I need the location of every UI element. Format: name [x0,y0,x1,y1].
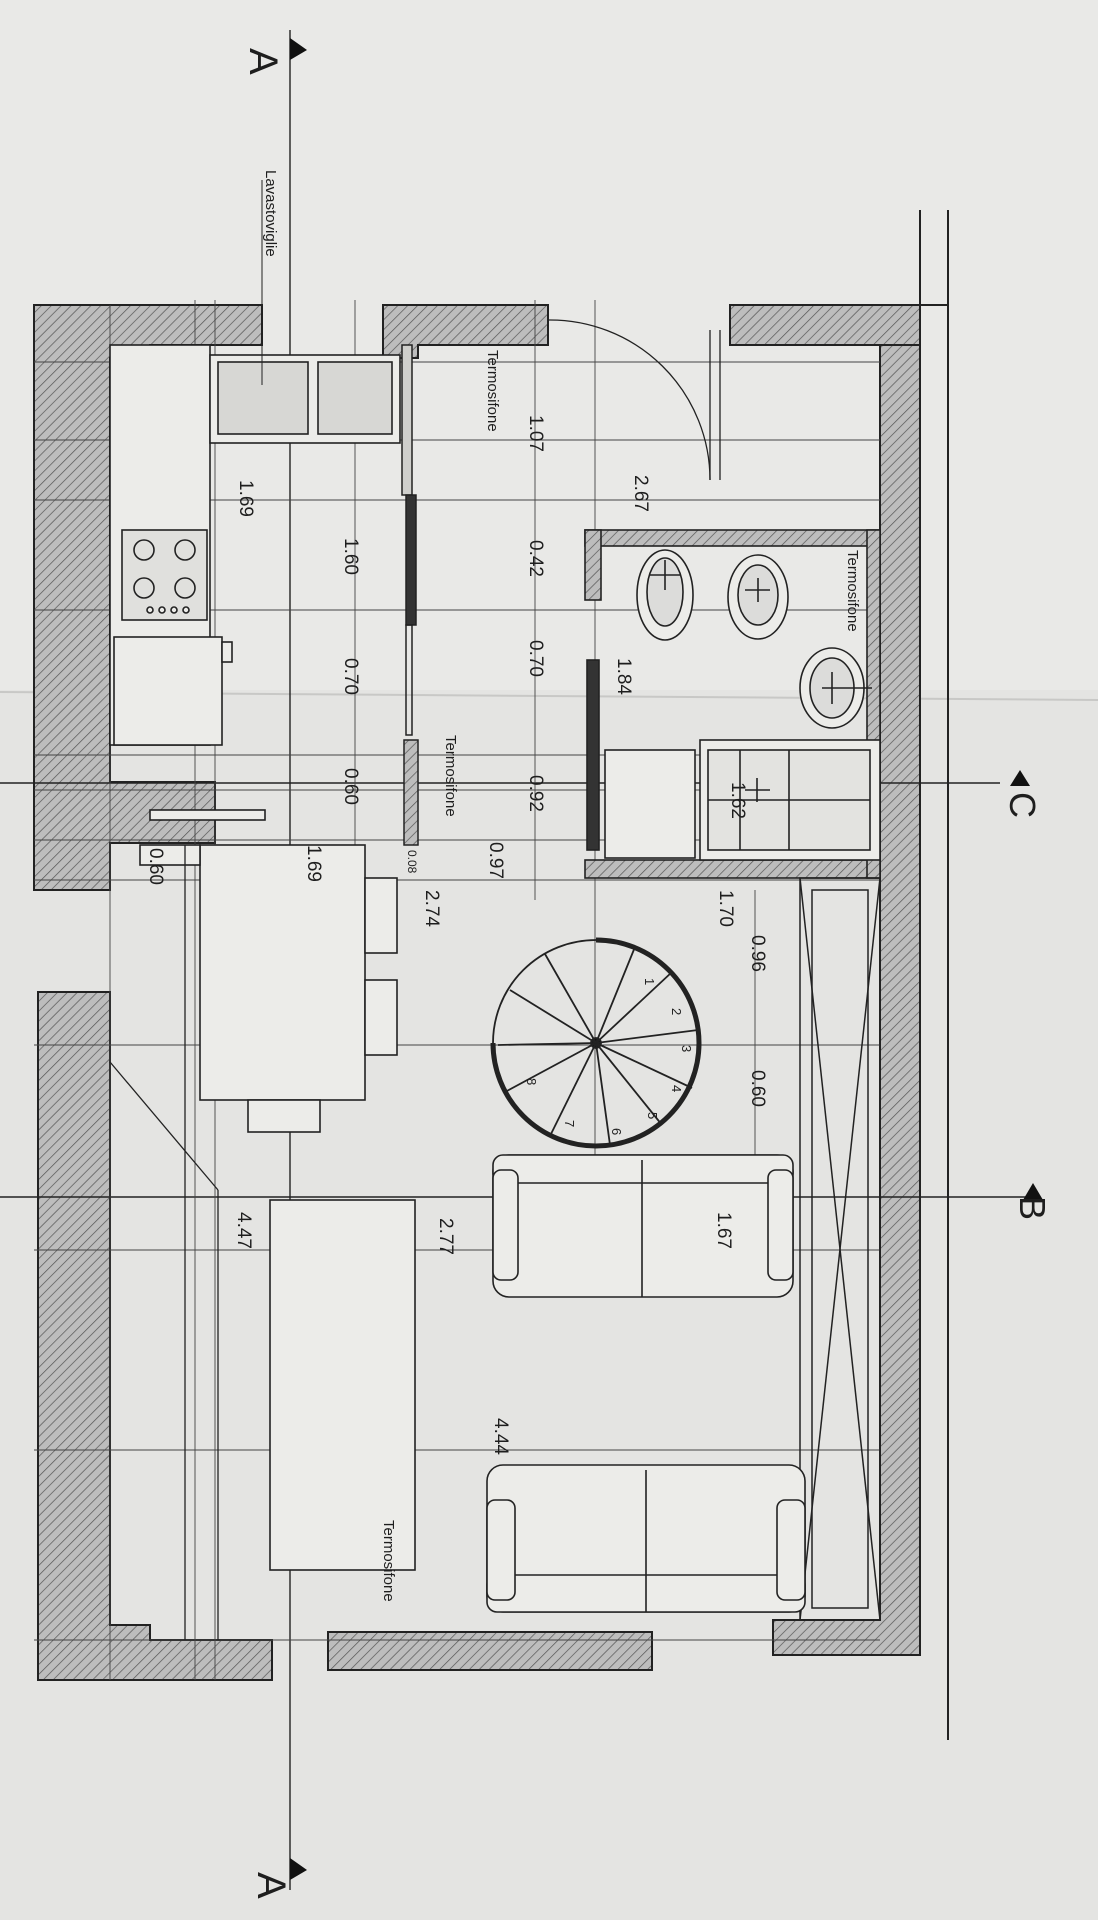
bathroom-wall-left [584,529,602,601]
svg-text:0.96: 0.96 [747,935,768,972]
washbasin [799,647,872,729]
section-arrows [290,38,1043,1880]
svg-text:2: 2 [669,1008,684,1015]
site-boundary [919,210,949,1740]
svg-text:1.84: 1.84 [613,658,634,695]
shower [699,739,881,861]
svg-text:0.60: 0.60 [340,768,361,805]
svg-text:1.69: 1.69 [303,845,324,882]
label-radiator-3: Termosifone [844,550,861,632]
fridge-handle [221,641,233,663]
section-mark-a-bottom: A [249,1872,293,1899]
bathroom-wall-bottom [584,859,881,879]
svg-text:4: 4 [669,1085,684,1092]
coffee-rug [269,1199,416,1571]
fridge [113,636,223,746]
cooktop [121,529,208,621]
storage-area [799,877,881,1621]
svg-text:0.97: 0.97 [485,842,506,879]
chair-2 [364,979,398,1056]
section-mark-b: B [1012,1196,1053,1220]
svg-text:8: 8 [524,1078,539,1085]
svg-text:1.69: 1.69 [235,480,256,517]
entry-door [547,319,721,481]
svg-text:3: 3 [679,1045,694,1052]
bathroom-wall-top [584,529,881,547]
svg-text:2.74: 2.74 [421,890,442,927]
label-radiator-2: Termosifone [442,735,459,817]
svg-text:1.67: 1.67 [713,1212,734,1249]
stair-step-numbers: 1 2 3 4 5 6 7 8 [524,978,694,1135]
svg-text:6: 6 [609,1128,624,1135]
svg-text:5: 5 [645,1112,660,1119]
svg-text:0.42: 0.42 [525,540,546,577]
sofa-1 [492,1154,794,1298]
bathroom-door-leaf [586,659,600,851]
section-mark-c: C [1002,792,1043,818]
svg-text:1.07: 1.07 [525,415,546,452]
entry-lines [109,845,219,1640]
label-radiator-1: Termosifone [484,350,501,432]
section-mark-a-top: A [241,48,285,75]
svg-text:0.92: 0.92 [525,775,546,812]
sink-basin-left [217,361,309,435]
svg-text:0.70: 0.70 [525,640,546,677]
svg-text:1: 1 [642,978,657,985]
svg-text:1.62: 1.62 [727,782,748,819]
svg-text:0.60: 0.60 [747,1070,768,1107]
dimension-labels: 2.67 1.69 1.07 1.60 0.42 0.70 0.70 1.84 … [145,415,768,1455]
svg-text:7: 7 [562,1120,577,1127]
kitchen [109,344,401,821]
living [269,1154,806,1613]
svg-text:2.77: 2.77 [435,1218,456,1255]
shelf [149,809,266,821]
svg-text:0.08: 0.08 [405,850,419,874]
label-radiator-4: Termosifone [380,1520,397,1602]
spiral-stair [490,937,702,1149]
bidet [636,549,694,641]
toilet [727,554,789,640]
walls [33,304,921,1681]
label-dishwasher: Lavastoviglie [262,170,279,257]
svg-text:1.70: 1.70 [715,890,736,927]
partition [401,344,419,846]
dining-table [199,844,366,1101]
bathroom-cabinet [604,749,696,859]
dining [139,844,398,1133]
sofa-2 [486,1464,806,1613]
svg-text:0.70: 0.70 [340,658,361,695]
svg-text:4.44: 4.44 [490,1418,511,1455]
svg-text:4.47: 4.47 [233,1212,254,1249]
sink-basin-right [317,361,393,435]
chair-1 [364,877,398,954]
svg-text:1.60: 1.60 [340,538,361,575]
svg-text:0.60: 0.60 [145,848,166,885]
chair-3 [247,1099,321,1133]
svg-text:2.67: 2.67 [630,475,651,512]
